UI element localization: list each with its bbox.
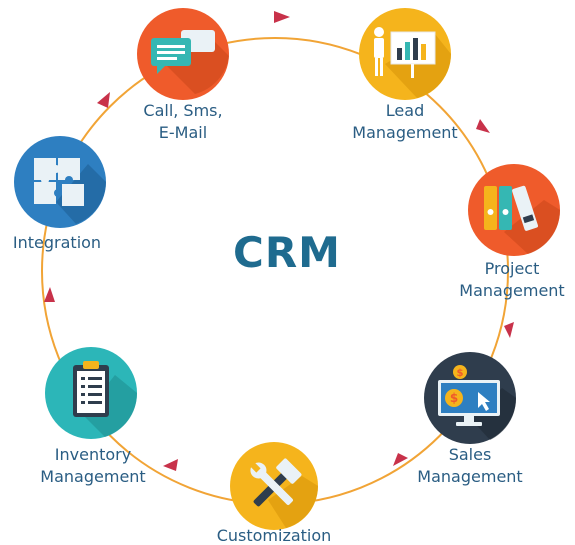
node-lead-label: Lead Management — [352, 101, 458, 142]
node-sales-label: Sales Management — [417, 445, 523, 486]
cycle-arrow — [44, 287, 55, 302]
node-project-label: Project Management — [459, 259, 565, 300]
node-customization — [228, 440, 328, 540]
presentation-chart-icon — [359, 8, 451, 100]
cycle-arrow — [163, 459, 178, 471]
clipboard-checklist-icon — [45, 347, 138, 439]
cycle-arrow — [393, 453, 408, 466]
cycle-arrow — [274, 11, 290, 23]
center-title: CRM — [233, 228, 341, 277]
node-sales-management: $ $ — [420, 348, 520, 448]
chat-bubbles-icon — [137, 8, 229, 100]
node-inventory-management — [43, 345, 143, 445]
wrench-hammer-icon — [230, 442, 318, 530]
cycle-arrow — [476, 119, 490, 133]
binders-icon — [468, 164, 561, 256]
monitor-dollar-icon: $ $ — [424, 352, 517, 444]
cycle-arrow — [504, 322, 514, 338]
node-project-management — [464, 160, 564, 260]
puzzle-icon — [14, 136, 106, 228]
cycle-arrow — [97, 92, 110, 108]
node-call-label: Call, Sms, E-Mail — [143, 101, 223, 142]
svg-text:$: $ — [457, 368, 464, 379]
node-integration-label: Integration — [12, 233, 102, 252]
node-integration — [12, 134, 112, 234]
node-customization-label: Customization — [216, 526, 332, 545]
node-lead-management — [355, 4, 455, 104]
node-call-sms-email — [133, 4, 233, 104]
svg-text:$: $ — [450, 391, 458, 405]
node-inventory-label: Inventory Management — [40, 445, 146, 486]
